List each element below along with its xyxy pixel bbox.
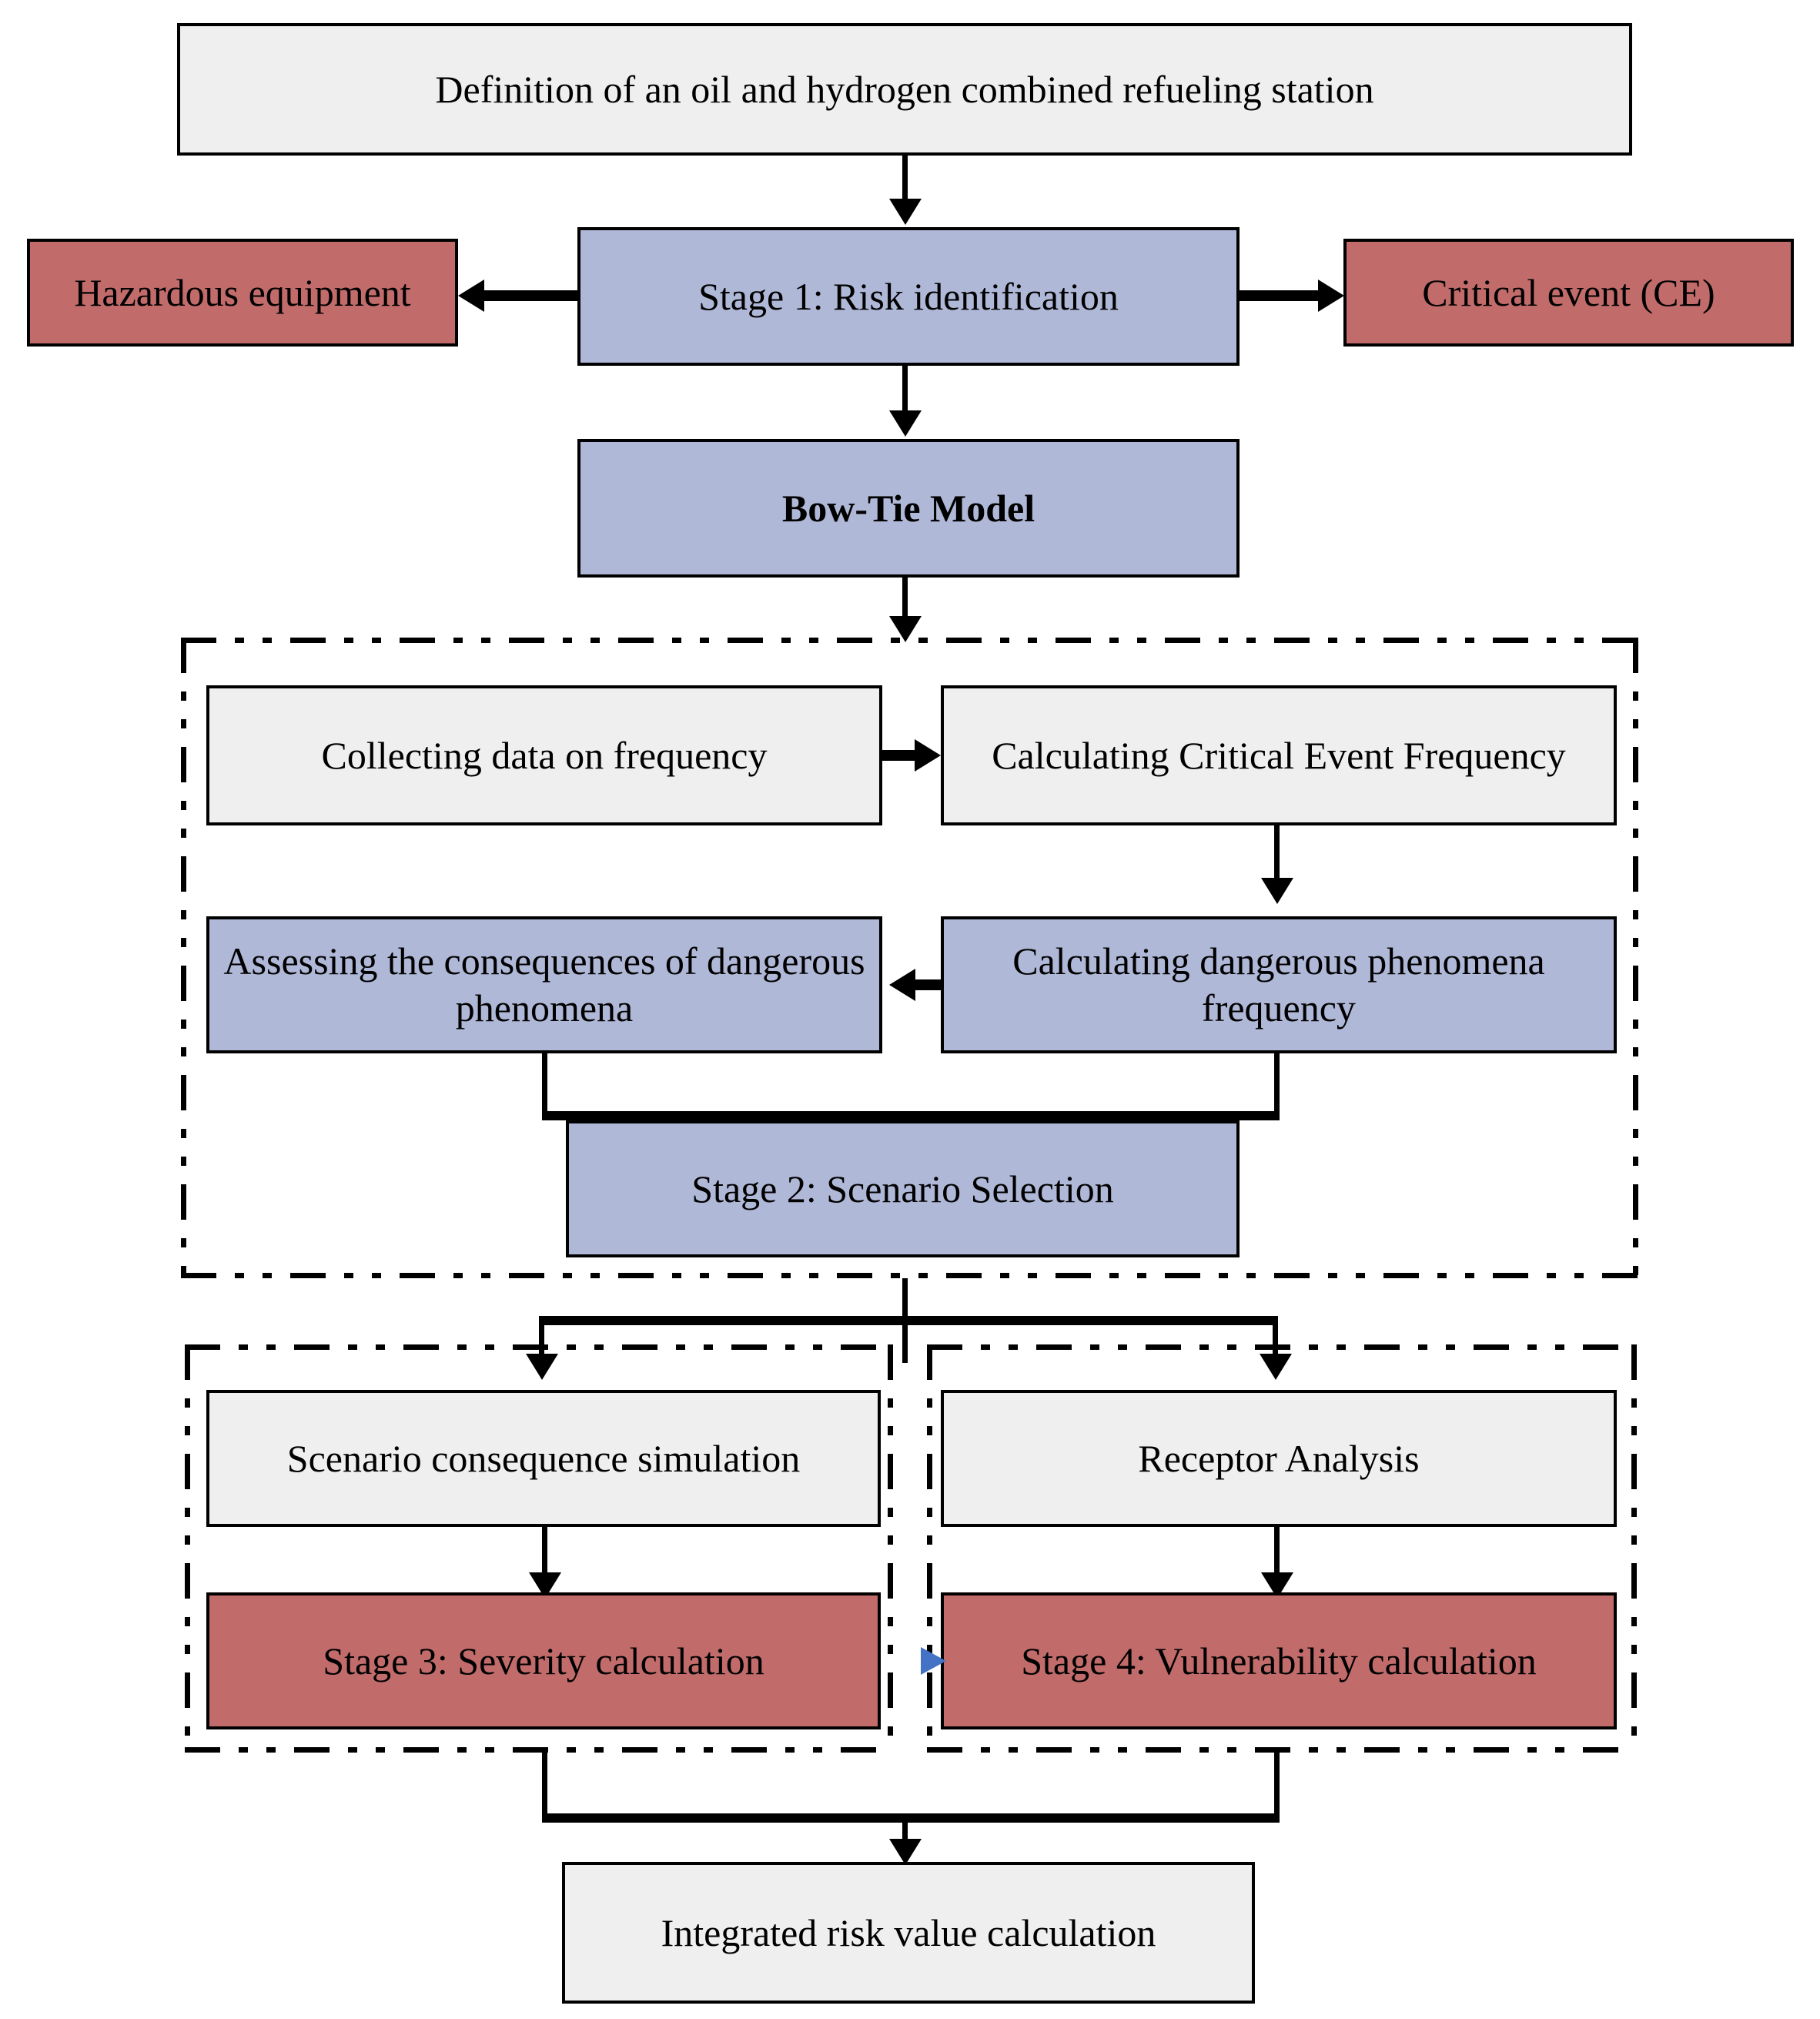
edge-simulation-to-stage3 <box>542 1527 547 1590</box>
node-stage4-label: Stage 4: Vulnerability calculation <box>1021 1639 1537 1682</box>
edge-assessing-down <box>542 1053 547 1117</box>
edge-definition-to-stage1 <box>902 156 908 202</box>
node-receptor-analysis[interactable]: Receptor Analysis <box>941 1390 1617 1527</box>
edge-merge-horizontal-integrated <box>542 1813 1280 1823</box>
arrowhead-stage1-to-critical-event <box>1318 280 1344 312</box>
arrowhead-merge-to-integrated <box>889 1839 922 1865</box>
node-collecting-data-label: Collecting data on frequency <box>321 733 768 777</box>
arrowhead-split-left <box>526 1354 558 1380</box>
node-assessing-consequences-label: Assessing the consequences of dangerous … <box>223 939 865 1030</box>
edge-merge-horizontal-stage2 <box>542 1111 1280 1120</box>
node-critical-event[interactable]: Critical event (CE) <box>1343 239 1794 347</box>
arrowhead-calcce-to-calcdp <box>1261 878 1293 904</box>
edge-stage1-to-bowtie <box>902 366 908 412</box>
arrowhead-bowtie-to-frequency-group <box>889 616 922 642</box>
edge-bowtie-to-frequency-group <box>902 578 908 636</box>
node-bow-tie-model[interactable]: Bow-Tie Model <box>577 439 1240 578</box>
edge-split-left-down <box>539 1316 544 1361</box>
node-integrated-risk-label: Integrated risk value calculation <box>661 1910 1156 1954</box>
arrowhead-calcdp-to-assessing <box>889 969 915 1001</box>
arrowhead-split-right <box>1260 1354 1292 1380</box>
edge-receptor-to-stage4 <box>1274 1527 1280 1590</box>
node-hazardous-equipment[interactable]: Hazardous equipment <box>27 239 458 347</box>
node-scenario-simulation[interactable]: Scenario consequence simulation <box>206 1390 881 1527</box>
edge-split-right-down <box>1273 1316 1278 1361</box>
arrowhead-stage1-to-bowtie <box>889 410 922 437</box>
node-calculating-ce-frequency[interactable]: Calculating Critical Event Frequency <box>941 685 1617 825</box>
node-definition[interactable]: Definition of an oil and hydrogen combin… <box>177 23 1632 156</box>
node-stage4[interactable]: Stage 4: Vulnerability calculation <box>941 1592 1617 1729</box>
node-calculating-dp-frequency-label: Calculating dangerous phenomena frequenc… <box>1012 939 1545 1030</box>
node-calculating-dp-frequency[interactable]: Calculating dangerous phenomena frequenc… <box>941 916 1617 1053</box>
edge-merge-to-integrated <box>902 1813 908 1850</box>
mouse-pointer-icon <box>921 1647 946 1675</box>
edge-calcdp-down <box>1274 1053 1280 1117</box>
node-stage2[interactable]: Stage 2: Scenario Selection <box>566 1120 1240 1257</box>
edge-stage1-to-hazardous <box>483 290 579 301</box>
edge-stage3-down <box>542 1753 547 1820</box>
edge-stage1-to-critical-event <box>1240 290 1320 301</box>
node-hazardous-equipment-label: Hazardous equipment <box>74 270 411 314</box>
node-scenario-simulation-label: Scenario consequence simulation <box>286 1436 801 1480</box>
node-stage1[interactable]: Stage 1: Risk identification <box>577 227 1240 366</box>
node-collecting-data[interactable]: Collecting data on frequency <box>206 685 882 825</box>
edge-calcdp-to-assessing <box>915 979 944 990</box>
edge-stage4-down <box>1274 1753 1280 1820</box>
node-bow-tie-model-label: Bow-Tie Model <box>781 486 1035 530</box>
edge-calcce-to-calcdp <box>1274 825 1280 887</box>
node-stage1-label: Stage 1: Risk identification <box>698 274 1119 318</box>
node-calculating-ce-frequency-label: Calculating Critical Event Frequency <box>992 733 1566 777</box>
node-definition-label: Definition of an oil and hydrogen combin… <box>435 67 1374 111</box>
edge-split-horizontal <box>539 1316 1278 1325</box>
node-stage2-label: Stage 2: Scenario Selection <box>691 1167 1114 1210</box>
node-integrated-risk[interactable]: Integrated risk value calculation <box>562 1862 1255 2004</box>
node-stage3[interactable]: Stage 3: Severity calculation <box>206 1592 881 1729</box>
node-assessing-consequences[interactable]: Assessing the consequences of dangerous … <box>206 916 882 1053</box>
arrowhead-collecting-to-calcce <box>915 739 941 772</box>
node-stage3-label: Stage 3: Severity calculation <box>323 1639 764 1682</box>
node-critical-event-label: Critical event (CE) <box>1422 270 1715 314</box>
node-receptor-analysis-label: Receptor Analysis <box>1138 1436 1420 1480</box>
arrowhead-definition-to-stage1 <box>889 199 922 225</box>
edge-collecting-to-calcce <box>882 750 917 761</box>
arrowhead-stage1-to-hazardous <box>458 280 484 312</box>
